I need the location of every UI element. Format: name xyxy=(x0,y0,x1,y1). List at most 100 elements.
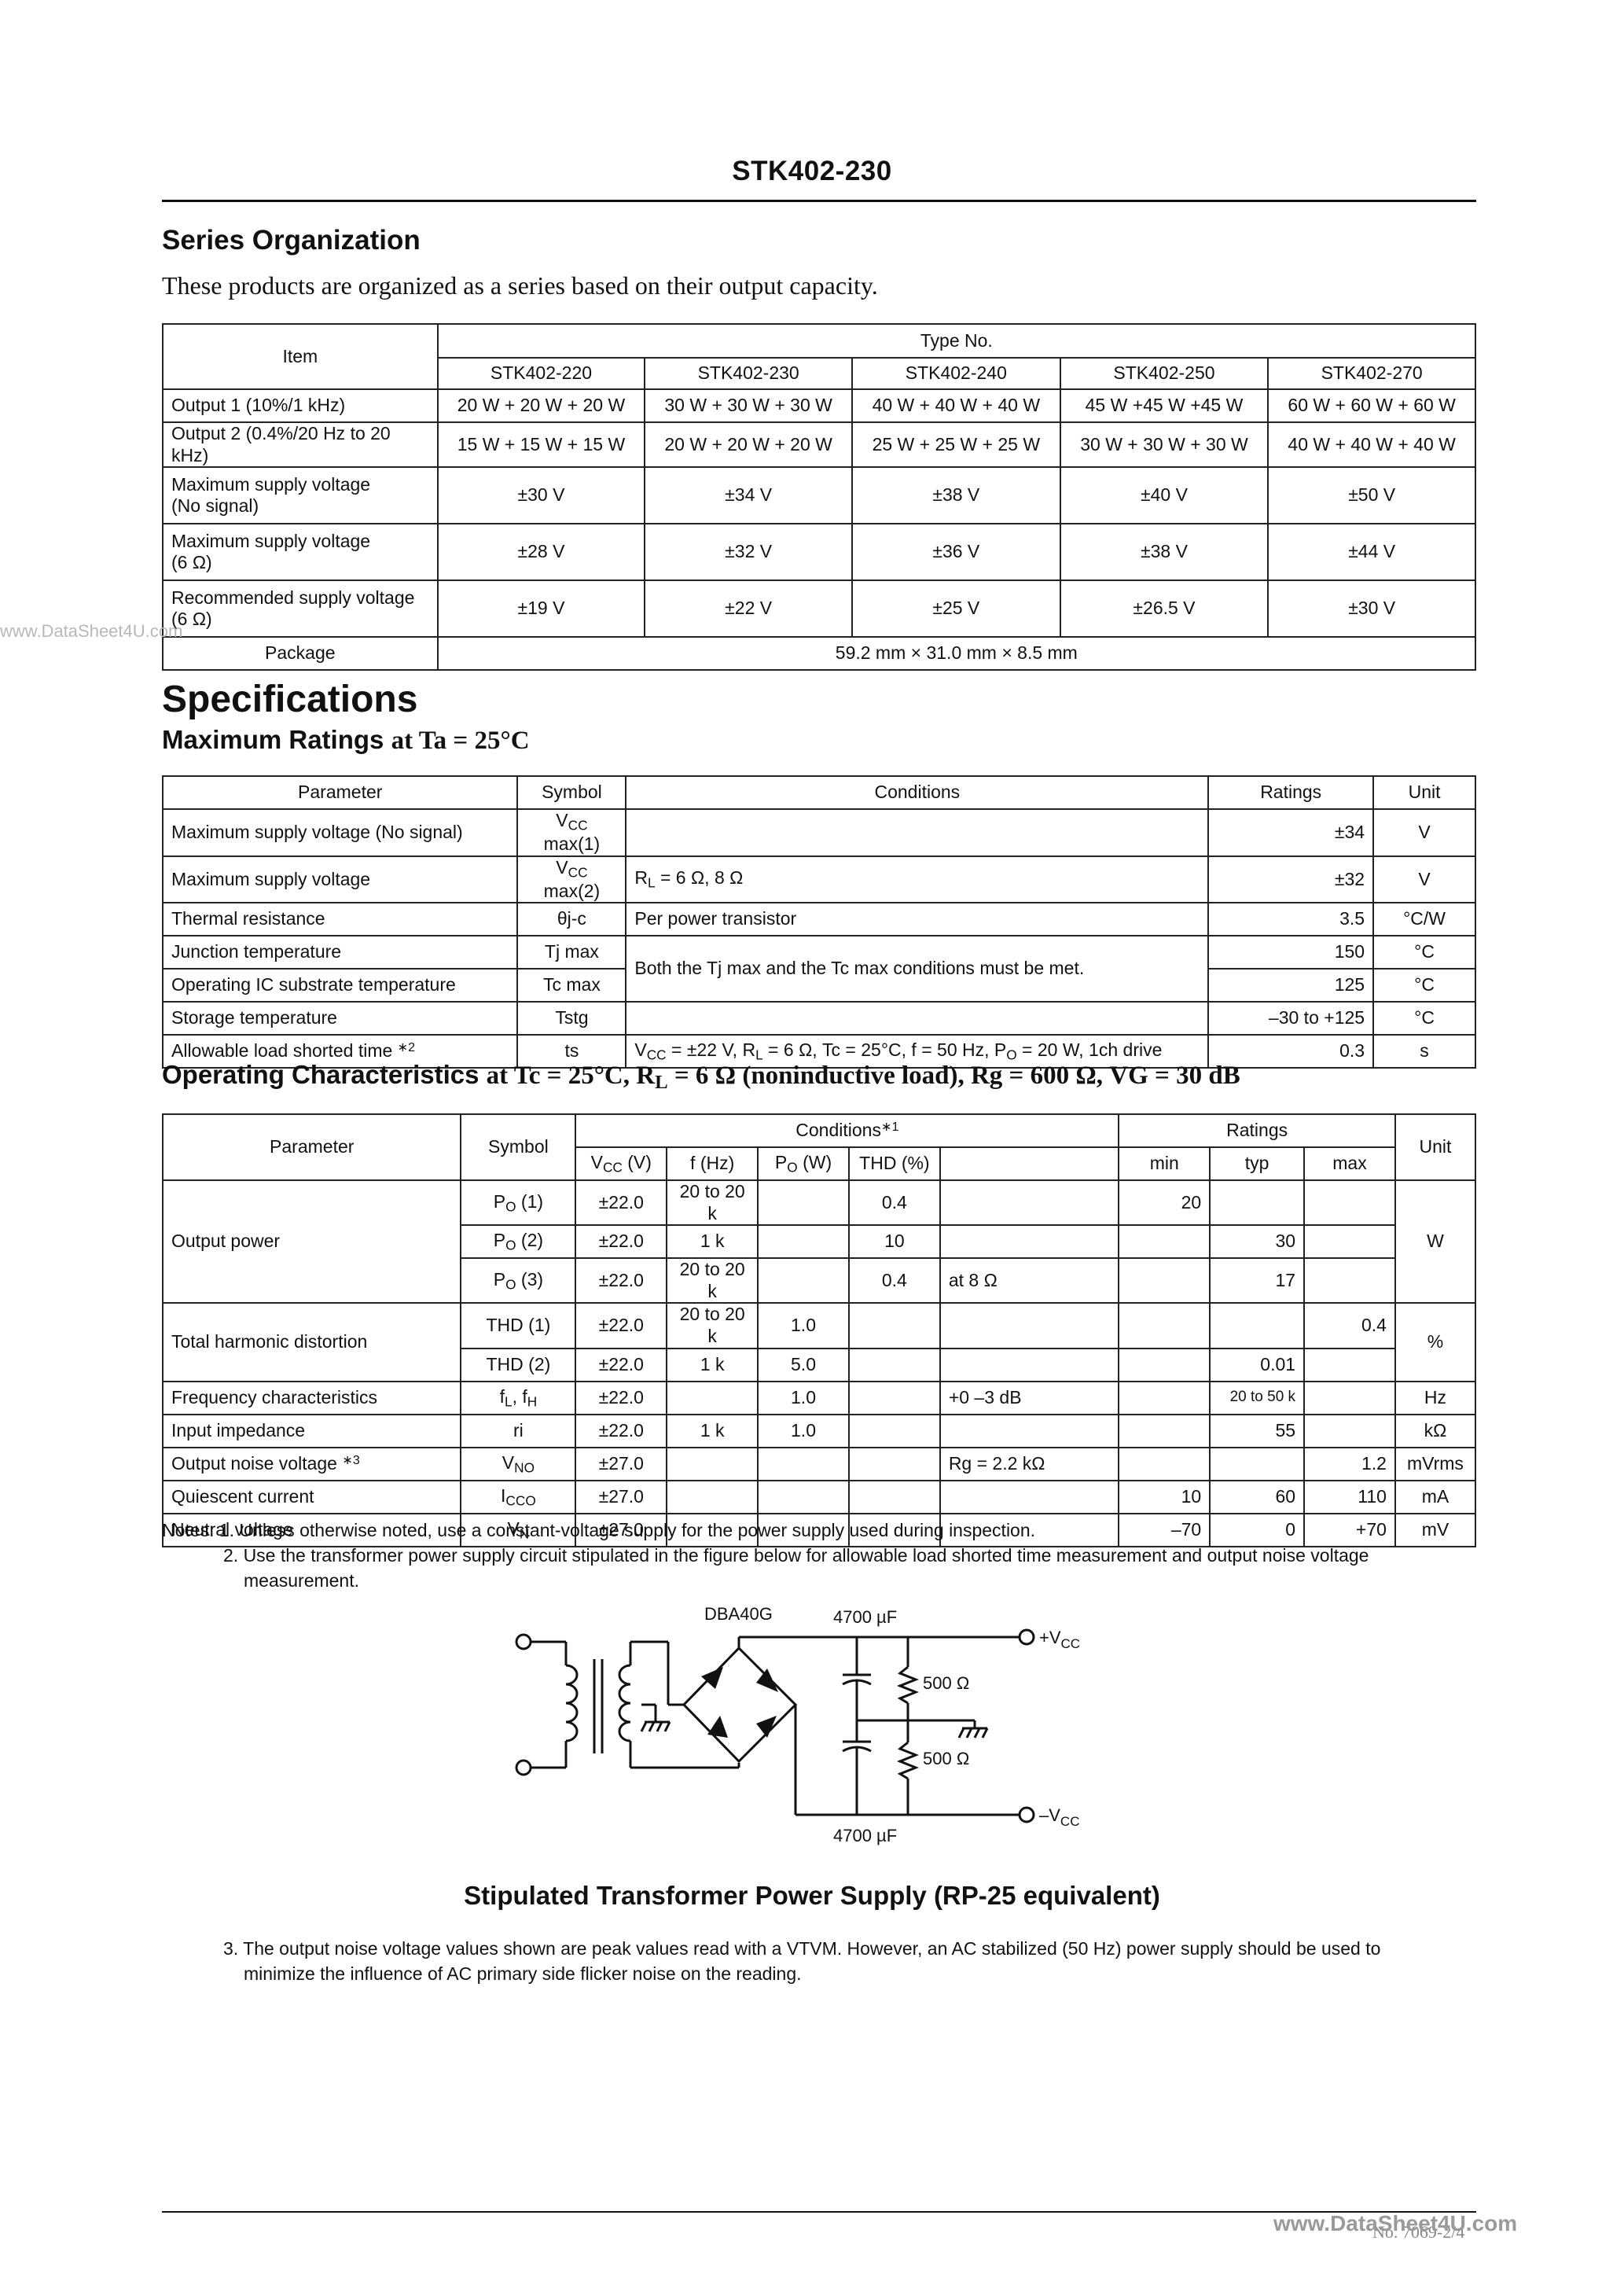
cell: 60 W + 60 W + 60 W xyxy=(1267,388,1476,423)
transformer-circuit-diagram: DBA40G 4700 µF 500 Ω 500 Ω 4700 µF +VCC … xyxy=(515,1604,1081,1845)
op-po xyxy=(757,1257,850,1304)
op-thd xyxy=(847,1512,941,1547)
op-po: 1.0 xyxy=(757,1380,850,1415)
sym-main: V xyxy=(502,1452,515,1473)
cell: ±32 V xyxy=(644,523,853,582)
unit-cell: °C xyxy=(1372,935,1476,970)
vcc-plus-sub: CC xyxy=(1061,1636,1081,1651)
sub-main: P xyxy=(774,1152,788,1172)
cond-sub: L xyxy=(648,874,656,891)
vcc-minus-main: –V xyxy=(1039,1805,1060,1825)
rating-cell: 0.3 xyxy=(1207,1034,1375,1069)
op-param: Input impedance xyxy=(161,1413,462,1448)
res-bottom-label: 500 Ω xyxy=(923,1749,969,1768)
sym-main: I xyxy=(501,1485,506,1506)
op-extra: +0 –3 dB xyxy=(939,1380,1120,1415)
op-param: Total harmonic distortion xyxy=(161,1302,462,1382)
rating-cell: 3.5 xyxy=(1207,902,1375,937)
op-typ: 17 xyxy=(1209,1257,1306,1304)
op-f: 1 k xyxy=(666,1413,759,1448)
sym-rest: (1) xyxy=(516,1190,544,1212)
op-vcc: ±22.0 xyxy=(575,1257,668,1304)
op-f: 20 to 20 k xyxy=(666,1302,759,1349)
op-vcc: ±22.0 xyxy=(575,1179,668,1227)
max-ratings-condition: at Ta = 25°C xyxy=(391,727,530,755)
op-sub-vcc: VCC (V) xyxy=(575,1146,668,1181)
cond-rest: = 6 Ω, 8 Ω xyxy=(655,867,744,889)
op-vcc: ±22.0 xyxy=(575,1347,668,1382)
sym-rest: (2) xyxy=(516,1230,544,1251)
notes-block: Notes: 1. Unless otherwise noted, use a … xyxy=(162,1518,1483,1593)
vcc-minus-sub: CC xyxy=(1060,1814,1080,1829)
op-min xyxy=(1118,1257,1211,1304)
res-top-label: 500 Ω xyxy=(923,1673,969,1693)
cond-cell: Per power transistor xyxy=(625,902,1210,937)
op-max: +70 xyxy=(1303,1512,1396,1547)
symbol-sub: CC xyxy=(568,817,588,833)
type-col: STK402-240 xyxy=(851,357,1061,390)
vcc-plus-main: +V xyxy=(1039,1628,1061,1647)
max-ratings-heading: Maximum Ratings at Ta = 25°C xyxy=(162,725,530,756)
symbol-cell: Tstg xyxy=(516,1001,627,1036)
sym-sub: O xyxy=(505,1276,516,1293)
unit-cell: °C/W xyxy=(1372,902,1476,937)
op-f: 1 k xyxy=(666,1224,759,1260)
cond-cell xyxy=(625,1001,1210,1036)
op-max xyxy=(1303,1380,1396,1415)
op-po xyxy=(757,1224,850,1260)
op-unit: Hz xyxy=(1394,1380,1477,1415)
op-typ: 30 xyxy=(1209,1224,1306,1260)
cell: 15 W + 15 W + 15 W xyxy=(436,421,646,469)
op-min xyxy=(1118,1347,1211,1382)
terminal-input-top xyxy=(515,1633,532,1650)
op-symbol-header: Symbol xyxy=(460,1113,577,1181)
cell: 30 W + 30 W + 30 W xyxy=(1059,421,1269,469)
op-extra xyxy=(939,1179,1120,1227)
op-typ: 55 xyxy=(1209,1413,1306,1448)
series-heading: Series Organization xyxy=(162,225,421,256)
op-typ: 0.01 xyxy=(1209,1347,1306,1382)
op-thd xyxy=(847,1479,941,1514)
cond-part: = 20 W, 1ch drive xyxy=(1016,1039,1163,1061)
op-f xyxy=(666,1512,759,1547)
row-label-line1: Maximum supply voltage xyxy=(171,530,371,551)
op-unit: kΩ xyxy=(1394,1413,1477,1448)
cell: 40 W + 40 W + 40 W xyxy=(1267,421,1476,469)
op-vcc: ±22.0 xyxy=(575,1224,668,1260)
op-extra xyxy=(939,1347,1120,1382)
sym-sub: L xyxy=(504,1393,513,1409)
resistor-top xyxy=(896,1665,920,1705)
op-sym: THD (1) xyxy=(460,1302,577,1349)
cell: 45 W +45 W +45 W xyxy=(1059,388,1269,423)
cond-sub: O xyxy=(1006,1047,1017,1063)
row-label: Recommended supply voltage(6 Ω) xyxy=(162,580,439,638)
op-sub-f: f (Hz) xyxy=(666,1146,759,1181)
op-conditions-sup: ∗1 xyxy=(880,1120,899,1135)
op-extra xyxy=(939,1479,1120,1514)
diodes xyxy=(701,1667,778,1738)
op-po: 1.0 xyxy=(757,1302,850,1349)
row-label: Maximum supply voltage(No signal) xyxy=(162,466,439,525)
row-label-line1: Maximum supply voltage xyxy=(171,473,371,495)
op-min xyxy=(1118,1224,1211,1260)
op-po xyxy=(757,1446,850,1481)
op-sym: VN xyxy=(460,1512,577,1547)
row-label: Maximum supply voltage(6 Ω) xyxy=(162,523,439,582)
cond-cell: RL = 6 Ω, 8 Ω xyxy=(625,855,1210,904)
op-extra: Rg = 2.2 kΩ xyxy=(939,1446,1120,1481)
max-ratings-title: Maximum Ratings xyxy=(162,725,384,754)
sym-sub: CCO xyxy=(505,1492,536,1508)
terminal-minus-vcc xyxy=(1018,1806,1035,1823)
op-param: Frequency characteristics xyxy=(161,1380,462,1415)
cond-cell xyxy=(625,808,1210,857)
op-vcc: ±27.0 xyxy=(575,1446,668,1481)
op-cond-2: = 6 Ω (noninductive load), Rg = 600 Ω, V… xyxy=(667,1062,1240,1090)
op-param: Quiescent current xyxy=(161,1479,462,1514)
cond-main: R xyxy=(634,867,648,889)
watermark-left: www.DataSheet4U.com xyxy=(0,621,183,641)
symbol-cell: θj-c xyxy=(516,902,627,937)
cond-sub: L xyxy=(755,1047,763,1063)
op-table: Parameter Symbol Conditions∗1 Ratings Un… xyxy=(161,1113,1477,1547)
note-3-block: 3. The output noise voltage values shown… xyxy=(223,1936,1481,1986)
op-extra: at 8 Ω xyxy=(939,1257,1120,1304)
